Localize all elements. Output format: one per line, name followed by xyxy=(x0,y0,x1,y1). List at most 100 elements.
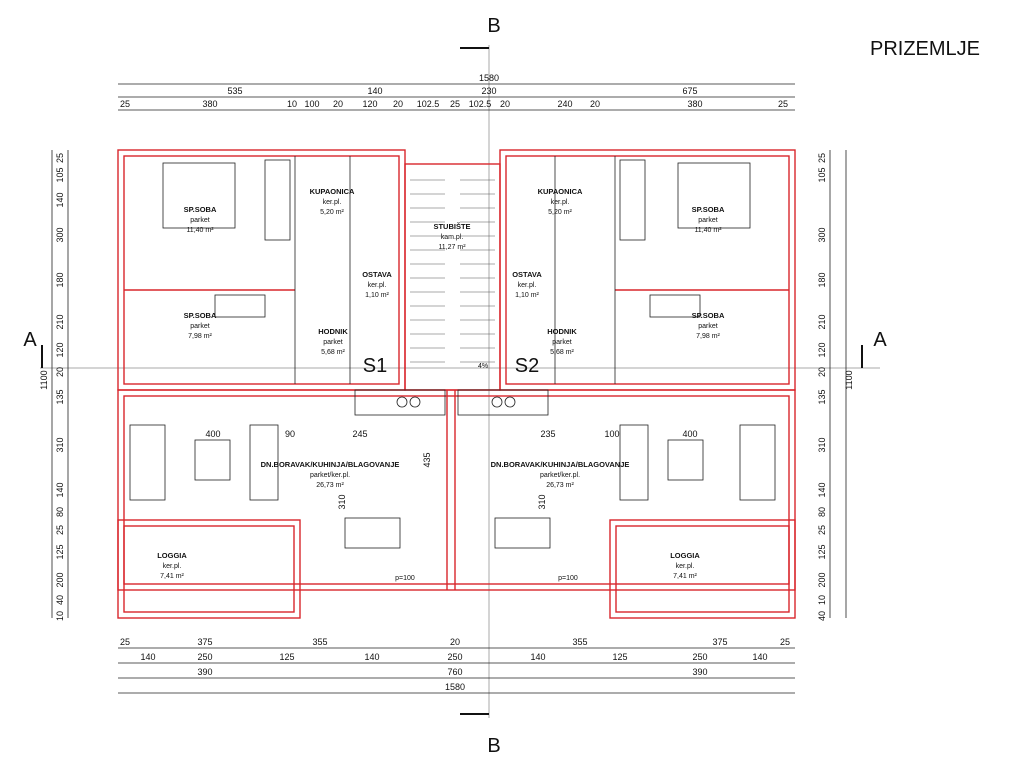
dim-right: 20 xyxy=(817,367,827,377)
dim-right: 180 xyxy=(817,272,827,287)
dim-right: 120 xyxy=(817,342,827,357)
dim-top: 380 xyxy=(202,99,217,109)
dim-right: 135 xyxy=(817,389,827,404)
dim-bottom: 250 xyxy=(447,652,462,662)
room-floor: parket xyxy=(190,217,210,224)
dim-left-total: 1100 xyxy=(39,370,49,389)
room-area: 11,40 m² xyxy=(186,227,214,234)
dim-bottom: 375 xyxy=(197,637,212,647)
dim-left: 80 xyxy=(55,507,65,517)
dim-top: 675 xyxy=(682,86,697,96)
door-dim-left: p=100 xyxy=(395,575,415,582)
coffee-table-left xyxy=(194,439,231,481)
dim-right: 125 xyxy=(817,544,827,559)
stair-slope: 4% xyxy=(478,363,488,370)
dim-left: 105 xyxy=(55,167,65,182)
wardrobe-right-2 xyxy=(649,294,701,318)
dim-right: 140 xyxy=(817,482,827,497)
dim-left: 20 xyxy=(55,367,65,377)
dim-bottom: 250 xyxy=(197,652,212,662)
room-floor: parket/ker.pl. xyxy=(310,472,350,479)
wardrobe-left xyxy=(264,159,291,241)
coffee-table-right xyxy=(667,439,704,481)
room-label: SP.SOBA parket 11,40 m² xyxy=(184,205,217,234)
room-area: 11,27 m² xyxy=(438,244,466,251)
dim-right: 80 xyxy=(817,507,827,517)
room-name: OSTAVA xyxy=(362,270,392,279)
dim-living: 90 xyxy=(285,429,295,439)
kitchen-counter-right xyxy=(457,389,549,416)
dim-bottom: 760 xyxy=(447,667,462,677)
bed-right xyxy=(677,162,751,229)
dim-top: 20 xyxy=(393,99,403,109)
dim-top: 20 xyxy=(333,99,343,109)
room-name: HODNIK xyxy=(547,327,577,336)
room-area: 1,10 m² xyxy=(515,292,539,299)
room-floor: ker.pl. xyxy=(676,563,695,570)
room-area: 5,68 m² xyxy=(550,349,574,356)
wardrobe-right xyxy=(619,159,646,241)
room-area: 7,41 m² xyxy=(160,573,184,580)
dim-left: 140 xyxy=(55,482,65,497)
dim-top: 102.5 xyxy=(469,99,492,109)
dimension-lines xyxy=(51,83,847,694)
dim-living: 235 xyxy=(540,429,555,439)
dim-top: 10 xyxy=(287,99,297,109)
dim-left: 40 xyxy=(55,595,65,605)
dim-top: 100 xyxy=(304,99,319,109)
dim-right: 40 xyxy=(817,611,827,621)
dim-left: 140 xyxy=(55,192,65,207)
room-name: SP.SOBA xyxy=(184,205,217,214)
dim-living: 310 xyxy=(337,494,347,509)
section-label-a-right: A xyxy=(873,329,887,351)
room-label: DN.BORAVAK/KUHINJA/BLAGOVANJEparket/ker.… xyxy=(491,460,630,489)
dim-bottom: 250 xyxy=(692,652,707,662)
table-dim-right: 400 xyxy=(682,429,697,439)
dim-left: 210 xyxy=(55,314,65,329)
unit-label-s2: S2 xyxy=(515,355,539,377)
dim-bottom: 140 xyxy=(364,652,379,662)
dim-living: 310 xyxy=(537,494,547,509)
room-area: 5,20 m² xyxy=(548,209,572,216)
dim-right: 200 xyxy=(817,572,827,587)
wardrobe-left-2 xyxy=(214,294,266,318)
sofa-right-2 xyxy=(739,424,776,501)
room-floor: parket xyxy=(323,339,343,346)
room-floor: parket xyxy=(698,217,718,224)
door-dim-right: p=100 xyxy=(558,575,578,582)
dim-bottom: 20 xyxy=(450,637,460,647)
dim-right: 310 xyxy=(817,437,827,452)
room-name: KUPAONICA xyxy=(538,187,583,196)
dim-bottom: 355 xyxy=(312,637,327,647)
dining-table-right xyxy=(494,517,551,549)
dim-bottom: 390 xyxy=(692,667,707,677)
dim-top: 535 xyxy=(227,86,242,96)
dim-right: 210 xyxy=(817,314,827,329)
room-floor: ker.pl. xyxy=(368,282,387,289)
dim-top: 20 xyxy=(590,99,600,109)
table-dim-left: 400 xyxy=(205,429,220,439)
room-name: SP.SOBA xyxy=(692,205,725,214)
room-area: 5,20 m² xyxy=(320,209,344,216)
staircase xyxy=(410,179,495,363)
room-floor: ker.pl. xyxy=(163,563,182,570)
room-area: 26,73 m² xyxy=(316,482,344,489)
dim-top: 102.5 xyxy=(417,99,440,109)
dim-top: 230 xyxy=(481,86,496,96)
walls xyxy=(117,149,796,619)
dim-right: 25 xyxy=(817,153,827,163)
dim-left: 25 xyxy=(55,153,65,163)
dim-left: 300 xyxy=(55,227,65,242)
room-area: 5,68 m² xyxy=(321,349,345,356)
section-label-b-top: B xyxy=(487,15,500,37)
room-name: LOGGIA xyxy=(670,551,700,560)
